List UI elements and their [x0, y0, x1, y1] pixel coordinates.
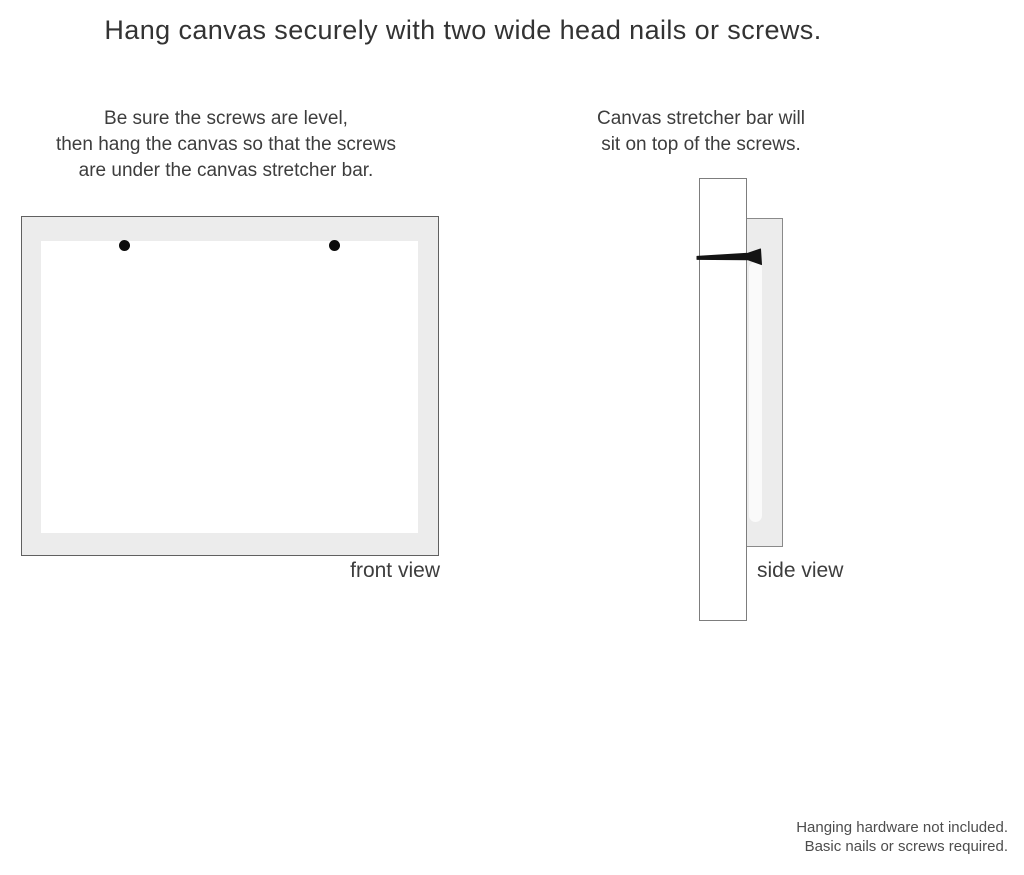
screw-head-right-icon — [329, 240, 340, 251]
side-view-label: side view — [757, 559, 844, 582]
front-view-canvas-face — [41, 241, 418, 533]
side-view-instructions: Canvas stretcher bar will sit on top of … — [577, 106, 825, 158]
side-view-canvas-highlight — [749, 262, 762, 522]
front-instruction-line: are under the canvas stretcher bar. — [78, 160, 374, 181]
side-instruction-line: Canvas stretcher bar will — [596, 108, 806, 129]
front-view-instructions: Be sure the screws are level, then hang … — [25, 106, 427, 184]
screw-head-left-icon — [119, 240, 130, 251]
hardware-note-line: Hanging hardware not included. — [796, 819, 1008, 836]
front-instruction-line: Be sure the screws are level, — [104, 108, 348, 129]
front-instruction-line: then hang the canvas so that the screws — [55, 134, 397, 155]
hardware-note-line: Basic nails or screws required. — [804, 838, 1008, 855]
side-instruction-line: sit on top of the screws. — [601, 134, 801, 155]
hardware-note: Hanging hardware not included. Basic nai… — [796, 818, 1008, 856]
page-title: Hang canvas securely with two wide head … — [104, 15, 822, 45]
nail-icon — [696, 248, 762, 265]
front-view-label: front view — [350, 559, 440, 582]
side-view-stretcher-bar — [699, 178, 747, 621]
